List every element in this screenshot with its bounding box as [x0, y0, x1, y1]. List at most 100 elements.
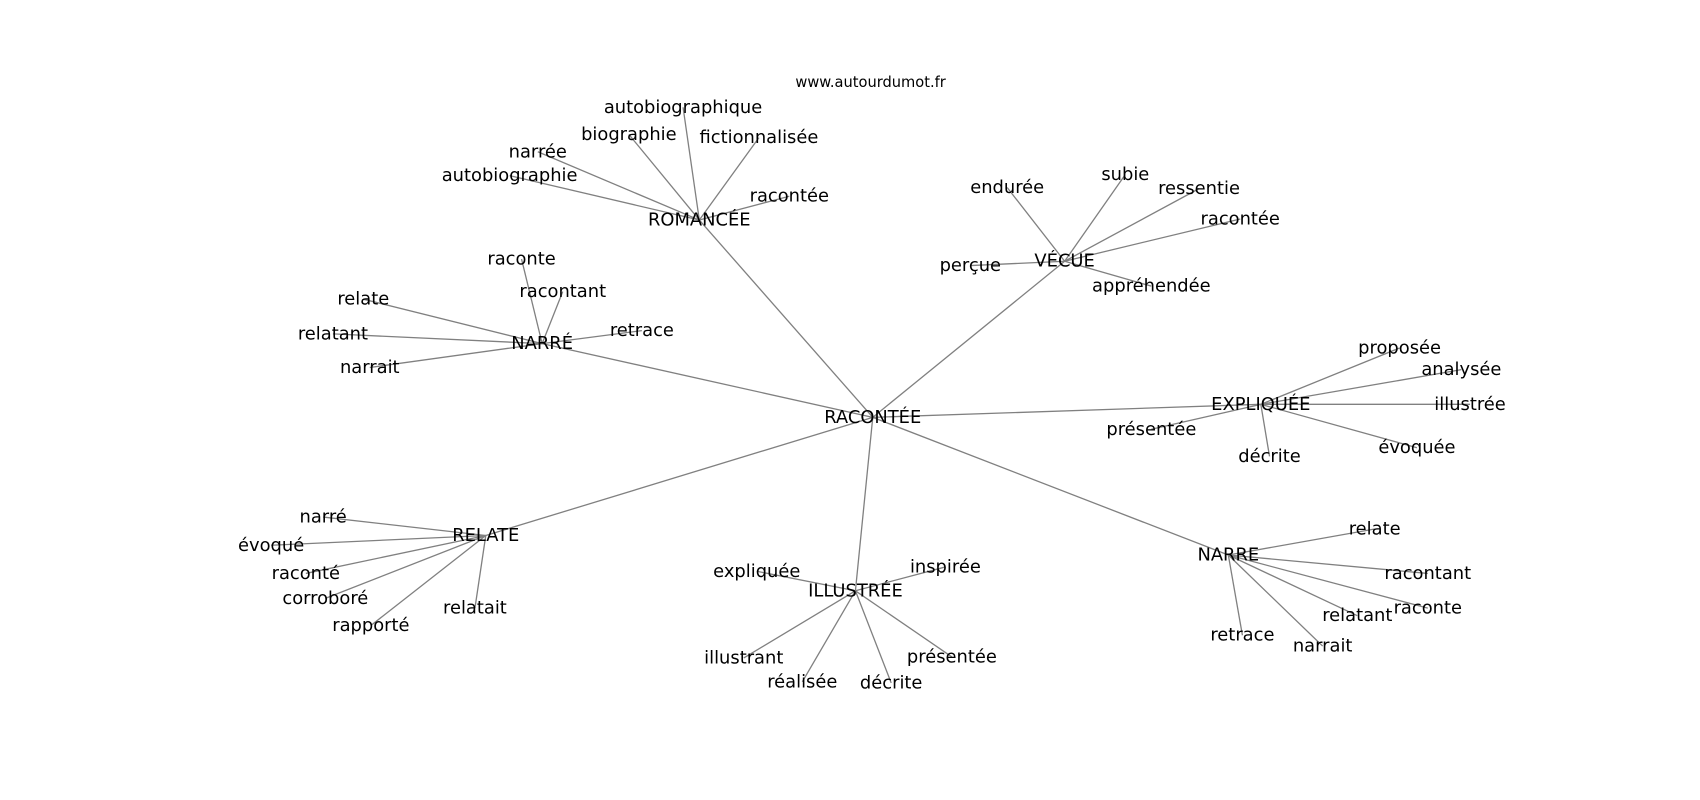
edge-group-to-leaf — [699, 195, 790, 221]
edge-group-to-leaf — [271, 534, 486, 546]
leaf-node-label[interactable]: raconte — [487, 249, 555, 270]
node-labels: RACONTÉE ROMANCÉE autobiographie narrée biog… — [238, 97, 1506, 694]
leaf-node-label[interactable]: illustrée — [1434, 394, 1506, 415]
edge-group-to-leaf — [369, 342, 543, 369]
leaf-node-label[interactable]: relatant — [298, 323, 368, 344]
edge-group-to-leaf — [520, 258, 543, 344]
leaf-node-label[interactable]: racontant — [1384, 563, 1471, 584]
leaf-node-label[interactable]: proposée — [1358, 337, 1441, 358]
edge-group-to-leaf — [1227, 554, 1244, 636]
leaf-node-label[interactable]: raconté — [272, 563, 340, 584]
leaf-node-label[interactable]: relate — [337, 289, 389, 310]
edge-group-to-leaf — [1260, 403, 1418, 449]
leaf-node-label[interactable]: narrée — [509, 141, 567, 162]
leaf-node-label[interactable]: autobiographie — [442, 165, 578, 186]
edge-group-to-leaf — [1227, 554, 1324, 647]
leaf-node-label[interactable]: présentée — [1106, 419, 1196, 440]
edge-group-to-leaf — [305, 534, 486, 575]
leaf-node-label[interactable]: autobiographique — [604, 97, 762, 118]
leaf-node-label[interactable]: présentée — [907, 646, 997, 667]
group-node-label[interactable]: RELATE — [452, 525, 519, 546]
edge-group-to-leaf — [801, 590, 856, 683]
leaf-node-label[interactable]: racontée — [1201, 208, 1280, 229]
edge-group-to-leaf — [1064, 174, 1126, 262]
leaf-node-label[interactable]: illustrant — [704, 647, 783, 668]
group-node-label[interactable]: EXPLIQUÉE — [1211, 393, 1310, 415]
leaf-node-label[interactable]: évoquée — [1378, 437, 1455, 458]
edge-group-to-leaf — [970, 260, 1065, 267]
leaf-node-label[interactable]: fictionnalisée — [700, 127, 819, 148]
edge-center-to-group — [872, 403, 1261, 418]
edge-group-to-leaf — [325, 534, 487, 599]
edge-center-to-group — [698, 219, 874, 418]
edge-center-to-group — [854, 417, 874, 591]
edge-center-to-group — [872, 416, 1229, 556]
edge-group-to-leaf — [855, 566, 946, 592]
edge-center-to-group — [872, 260, 1066, 418]
leaf-node-label[interactable]: corroboré — [282, 588, 368, 609]
group-node-label[interactable]: ILLUSTRÉE — [808, 579, 903, 601]
leaf-node-label[interactable]: réalisée — [767, 671, 837, 692]
leaf-node-label[interactable]: raconte — [1394, 598, 1462, 619]
leaf-node-label[interactable]: biographie — [581, 124, 677, 145]
leaf-node-label[interactable]: retrace — [1210, 625, 1274, 646]
group-node-label[interactable]: NARRÉ — [511, 332, 573, 354]
edge-group-to-leaf — [756, 570, 856, 592]
edge-group-to-leaf — [1260, 369, 1462, 405]
edge-group-to-leaf — [541, 291, 564, 344]
leaf-node-label[interactable]: analysée — [1421, 359, 1501, 380]
leaf-node-label[interactable]: rapporté — [332, 615, 409, 636]
leaf-node-label[interactable]: décrite — [1238, 446, 1301, 467]
leaf-node-label[interactable]: subie — [1101, 164, 1149, 185]
edge-group-to-leaf — [363, 298, 543, 345]
edge-group-to-leaf — [628, 134, 700, 221]
edge-group-to-leaf — [1064, 218, 1241, 262]
edge-group-to-leaf — [1064, 260, 1152, 287]
leaf-node-label[interactable]: relatant — [1322, 605, 1392, 626]
edge-group-to-leaf — [370, 534, 487, 626]
edge-group-to-leaf — [1228, 528, 1375, 556]
edge-group-to-leaf — [323, 516, 486, 537]
edge-group-to-leaf — [698, 137, 760, 221]
leaf-node-label[interactable]: relatait — [443, 598, 507, 619]
leaf-node-label[interactable]: endurée — [970, 177, 1044, 198]
edge-group-to-leaf — [542, 329, 642, 345]
leaf-node-label[interactable]: perçue — [940, 255, 1001, 276]
leaf-node-label[interactable]: narrait — [340, 357, 400, 378]
leaf-node-label[interactable]: retrace — [610, 320, 674, 341]
edges — [271, 107, 1471, 684]
edge-group-to-leaf — [1228, 554, 1428, 575]
leaf-node-label[interactable]: narrait — [1293, 636, 1353, 657]
edge-center-to-group — [541, 342, 873, 418]
leaf-node-label[interactable]: racontée — [750, 186, 829, 207]
edge-center-to-group — [485, 416, 873, 537]
group-node-label[interactable]: NARRE — [1197, 545, 1259, 566]
leaf-node-label[interactable]: racontant — [519, 281, 606, 302]
site-title: www.autourdumot.fr — [795, 74, 946, 91]
group-node-label[interactable]: ROMANCÉE — [648, 209, 751, 231]
edge-group-to-leaf — [1228, 554, 1428, 609]
leaf-node-label[interactable]: évoqué — [238, 535, 304, 556]
edge-group-to-leaf — [682, 107, 700, 221]
leaf-node-label[interactable]: inspirée — [910, 556, 981, 577]
leaf-node-label[interactable]: appréhendée — [1092, 276, 1211, 297]
center-node-label[interactable]: RACONTÉE — [824, 406, 921, 428]
edge-group-to-leaf — [1151, 403, 1261, 430]
edge-group-to-leaf — [537, 151, 700, 221]
edge-group-to-leaf — [332, 333, 543, 345]
edge-group-to-leaf — [855, 590, 953, 658]
edge-group-to-leaf — [1260, 347, 1400, 405]
edge-group-to-leaf — [1006, 187, 1066, 262]
leaf-node-label[interactable]: décrite — [860, 672, 923, 693]
edge-group-to-leaf — [854, 590, 892, 684]
leaf-node-label[interactable]: expliquée — [713, 561, 800, 582]
edge-group-to-leaf — [1260, 404, 1271, 457]
group-node-label[interactable]: VÉCUE — [1034, 250, 1094, 272]
leaf-node-label[interactable]: ressentie — [1158, 178, 1240, 199]
edge-group-to-leaf — [474, 535, 487, 609]
leaf-node-label[interactable]: relate — [1349, 518, 1401, 539]
leaf-node-label[interactable]: narré — [300, 507, 347, 528]
edge-group-to-leaf — [1228, 554, 1358, 617]
edge-group-to-leaf — [1064, 188, 1200, 262]
